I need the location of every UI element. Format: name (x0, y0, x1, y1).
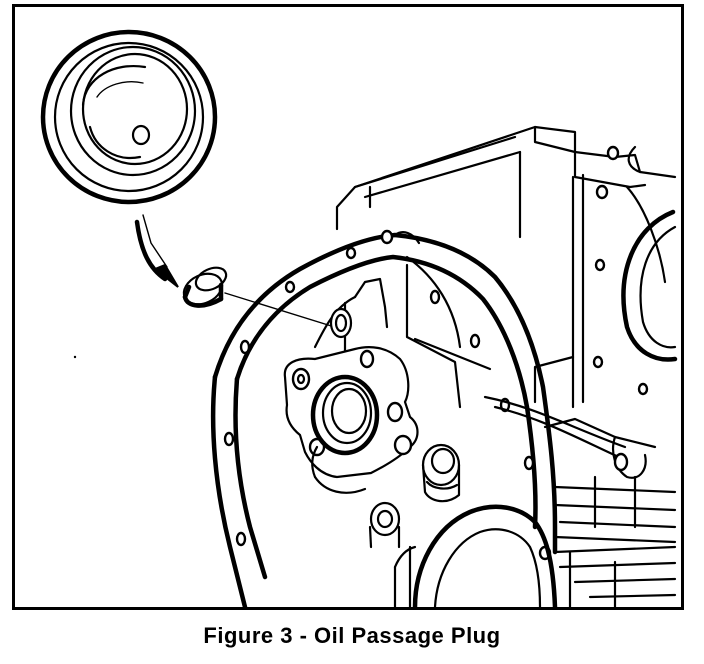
front-seal-housing (283, 346, 419, 494)
dowel-boss (421, 443, 461, 503)
engine-block-upper (335, 125, 678, 409)
figure-frame (12, 4, 684, 610)
oil-passage-plug (182, 266, 228, 308)
detail-circle-outer (40, 29, 218, 205)
figure-caption: Figure 3 - Oil Passage Plug (203, 623, 501, 648)
leader-line (224, 292, 342, 330)
inner-block-details (313, 255, 677, 544)
lower-bolt-hole (368, 501, 401, 549)
oil-passage-hole (329, 307, 353, 339)
lower-right-rail (553, 545, 677, 607)
engine-diagram (40, 29, 678, 607)
detail-view-plug-magnified (40, 29, 218, 205)
speck (73, 355, 77, 359)
curved-arrow (134, 214, 179, 288)
crankshaft-bore (393, 504, 558, 607)
